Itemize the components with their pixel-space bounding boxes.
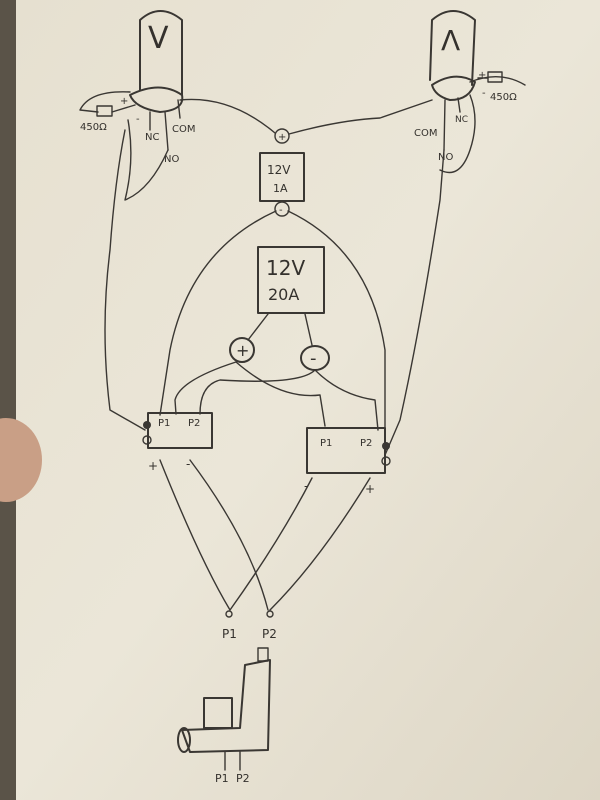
minus-label: - [304, 479, 308, 493]
output-terminals: P1 P2 [222, 610, 277, 641]
plus-terminal [229, 337, 255, 363]
minus-label: - [310, 348, 317, 369]
plus-label: + [478, 70, 486, 81]
plus-label: + [365, 482, 375, 496]
minus-label: - [136, 114, 140, 125]
right-relay: P1 P2 - + [304, 427, 391, 496]
minus-label: - [186, 457, 190, 471]
minus-label: - [482, 88, 486, 99]
com-label: COM [172, 124, 195, 135]
p2-label: P2 [188, 418, 200, 429]
nc-label: NC [145, 132, 159, 143]
output-p1-label: P1 [222, 627, 237, 641]
nc-label: NC [455, 115, 468, 125]
p1-label: P1 [158, 418, 170, 429]
plus-label: + [278, 132, 286, 143]
resistor-icon [96, 105, 113, 117]
small-power-supply: + 12V 1A - [259, 128, 305, 217]
wires [104, 94, 476, 611]
right-switch: Λ 450Ω + - NC COM NO [414, 10, 526, 163]
up-button-label: Λ [441, 24, 460, 57]
down-button-label: V [148, 21, 169, 56]
resistor-icon [487, 71, 503, 83]
left-switch: V 450Ω + - NC COM NO [79, 10, 195, 165]
plus-label: + [236, 341, 249, 360]
current-label: 1A [273, 182, 288, 195]
plus-terminal [274, 128, 290, 144]
finger [0, 418, 42, 502]
resistor-label: 450Ω [490, 92, 517, 103]
no-label: NO [438, 152, 453, 163]
main-power-supply: 12V 20A + - [229, 246, 330, 371]
p2-label: P2 [360, 438, 372, 449]
left-relay: P1 P2 + - [142, 412, 213, 473]
resistor-label: 450Ω [80, 122, 107, 133]
plus-label: + [148, 459, 158, 473]
actuator-p2-label: P2 [236, 772, 250, 785]
com-label: COM [414, 128, 437, 139]
voltage-label: 12V [267, 163, 291, 177]
linear-actuator: P1 P2 [177, 647, 271, 785]
actuator-p1-label: P1 [215, 772, 229, 785]
p1-label: P1 [320, 438, 332, 449]
minus-label: - [279, 205, 283, 216]
notebook-edge [0, 0, 16, 800]
minus-terminal [274, 201, 290, 217]
output-p2-label: P2 [262, 627, 277, 641]
current-label: 20A [268, 285, 299, 304]
voltage-label: 12V [266, 256, 305, 280]
no-label: NO [164, 154, 179, 165]
plus-label: + [120, 96, 128, 107]
